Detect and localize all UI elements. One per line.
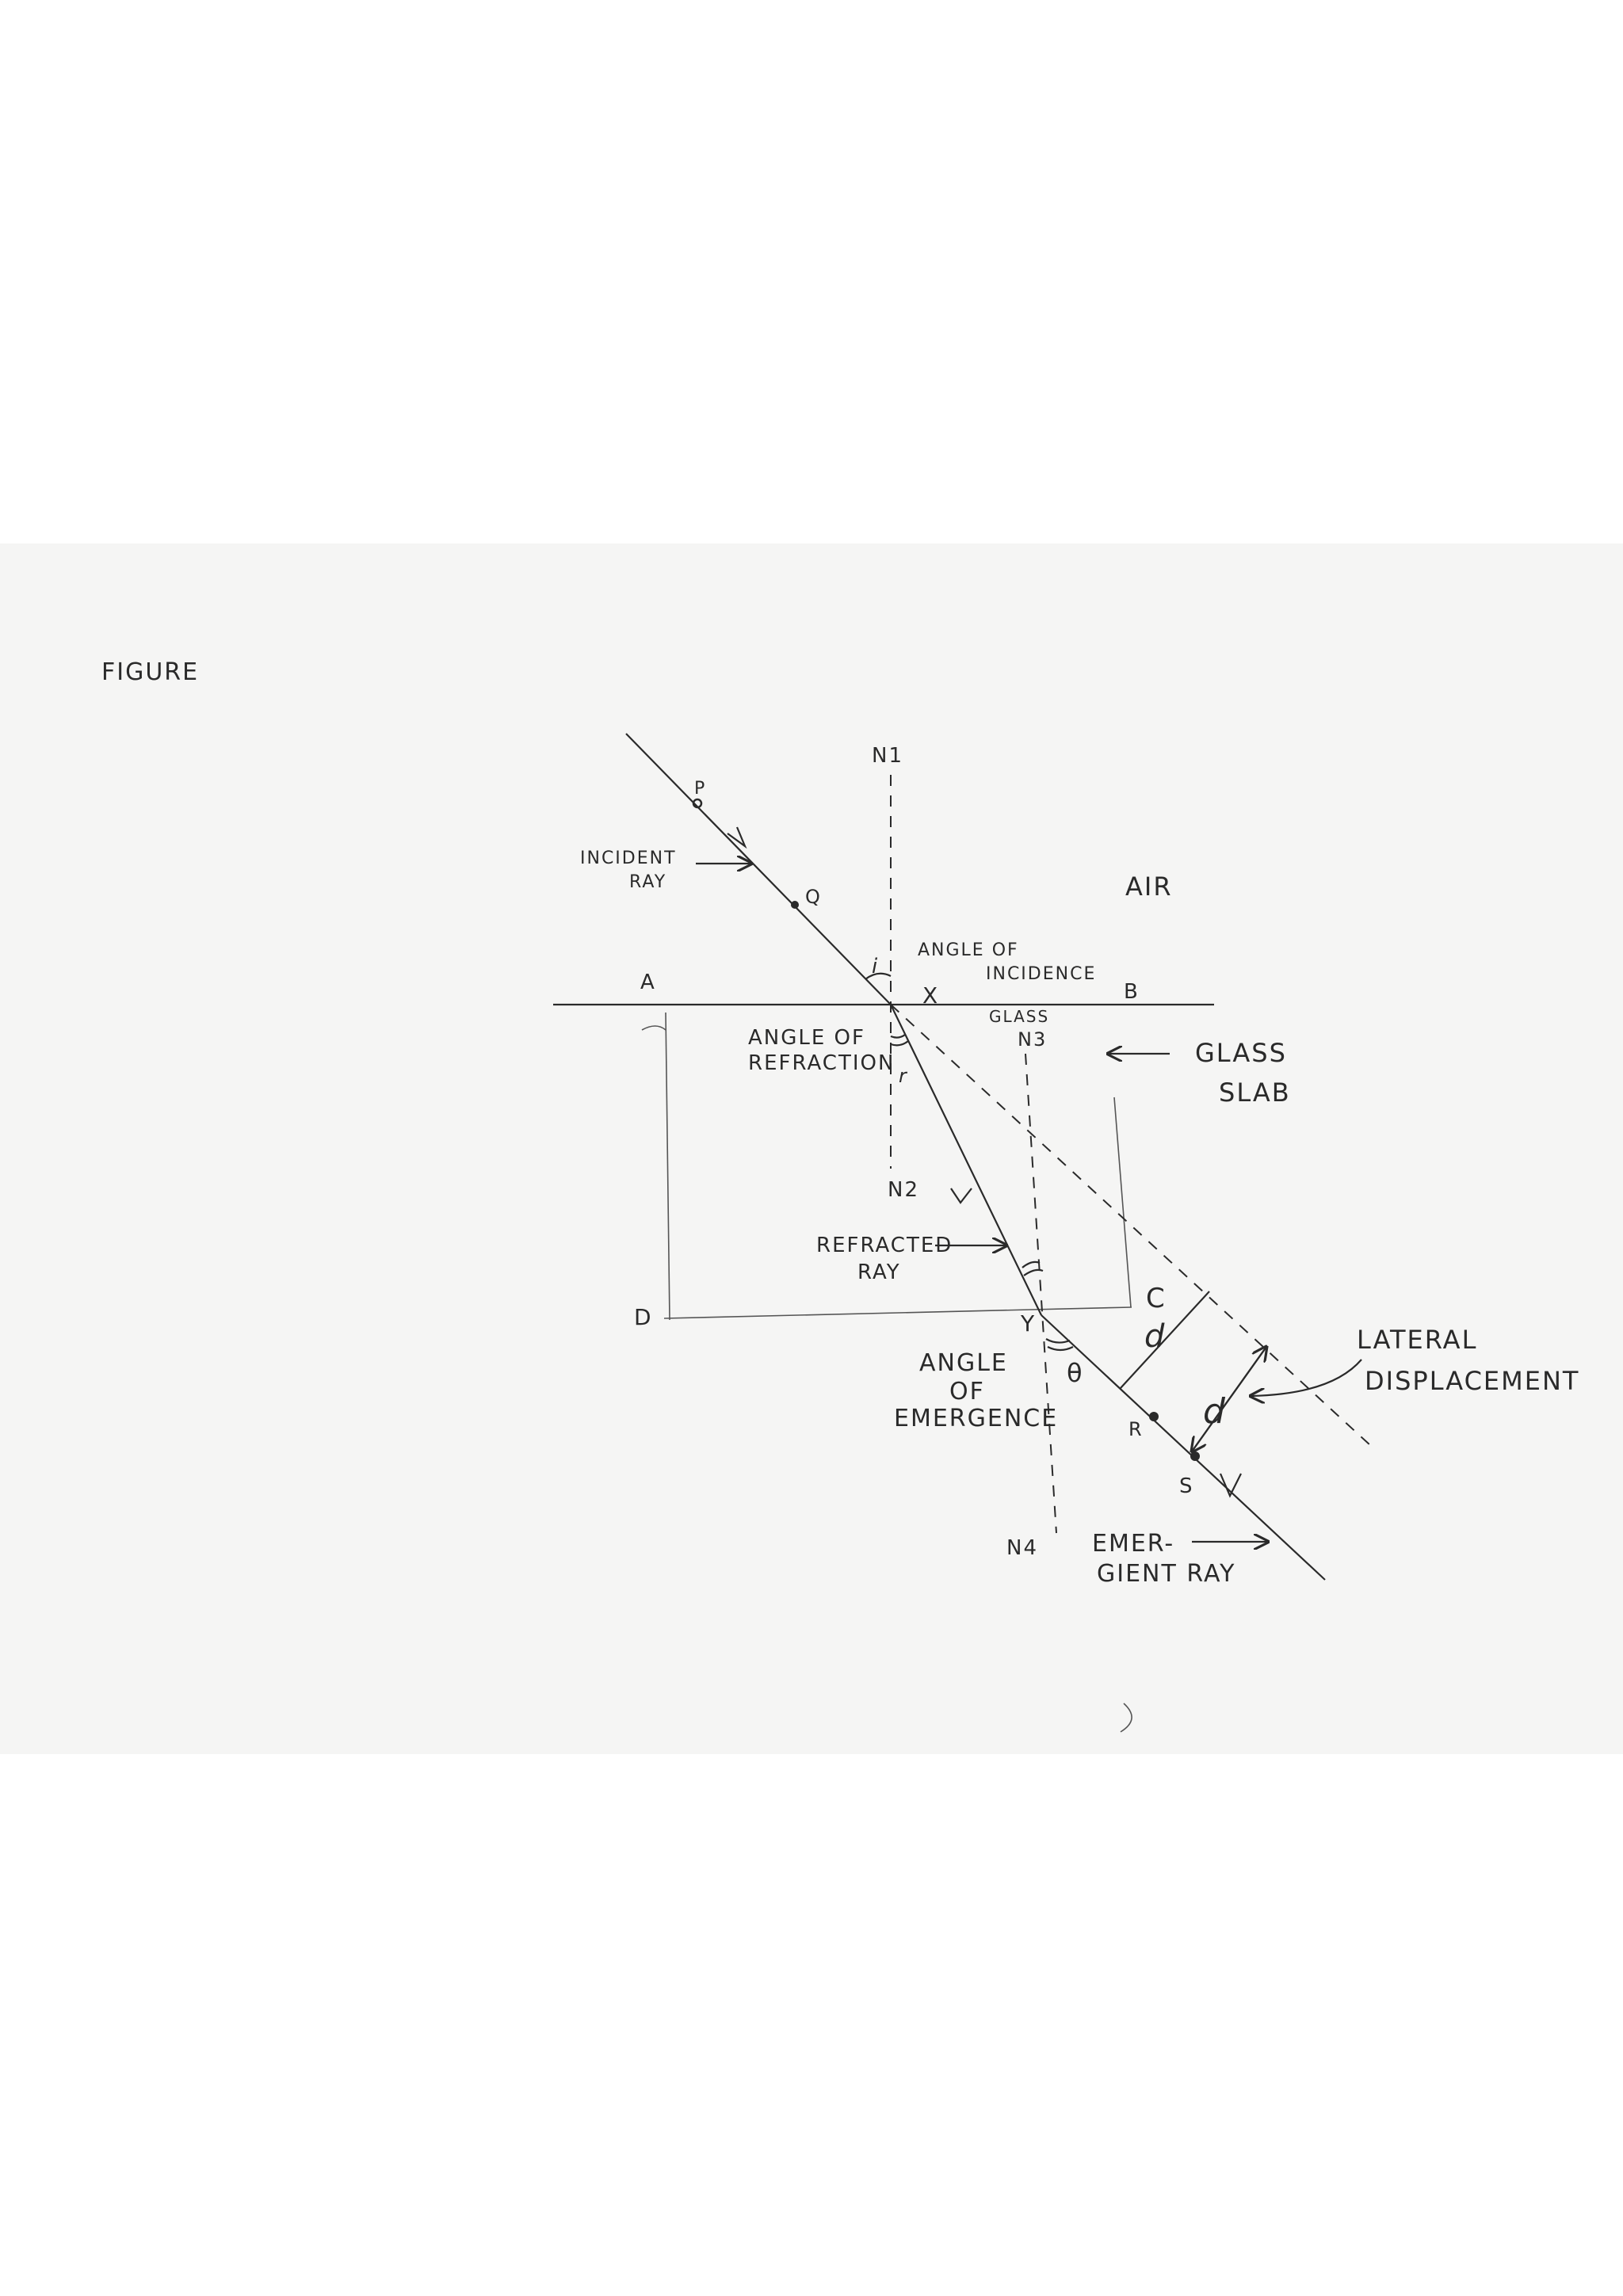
slab-corner-curl: [641, 1025, 666, 1031]
annotation-angle-of-refraction: ANGLE OF REFRACTION: [748, 1026, 895, 1075]
slab-right-edge: [1113, 1097, 1132, 1308]
normal-n3-n4: [1025, 1053, 1057, 1534]
annotation-lateral-displacement: LATERAL DISPLACEMENT: [1357, 1325, 1579, 1396]
angle-emergence-line-2: OF: [949, 1378, 985, 1405]
incident-ray-arrow: [727, 826, 747, 849]
label-r: R: [1128, 1418, 1144, 1440]
arc-refracted-inside-2: [1023, 1268, 1044, 1276]
incident-ray: [625, 733, 892, 1005]
angle-emergence-line-3: EMERGENCE: [894, 1405, 1058, 1432]
point-q: [791, 901, 799, 909]
point-r: [1149, 1412, 1159, 1421]
point-p: [692, 798, 703, 809]
point-s: [1190, 1451, 1200, 1461]
label-c-corner: C: [1146, 1283, 1167, 1314]
incident-ray-line-1: INCIDENT: [580, 849, 677, 868]
annotation-refracted-ray: REFRACTED RAY: [816, 1234, 961, 1284]
annotation-angle-of-emergence: ANGLE OF EMERGENCE: [894, 1349, 1058, 1432]
lateral-displacement-pointer: [1251, 1359, 1362, 1396]
annotation-air: AIR: [1125, 871, 1173, 902]
label-d-right: d: [1203, 1391, 1227, 1432]
paper-sheet: [0, 543, 1623, 1754]
glass-slab-line-1: GLASS: [1195, 1038, 1287, 1068]
incident-extension: [890, 1004, 1372, 1447]
arc-angle-refraction: [890, 1034, 906, 1039]
label-n1: N1: [872, 744, 903, 768]
slab-left-edge: [665, 1012, 670, 1321]
label-d-left: d: [1144, 1318, 1166, 1355]
refracted-ray: [890, 1004, 1042, 1316]
angle-emergence-line-1: ANGLE: [919, 1349, 1008, 1377]
angle-refraction-line-1: ANGLE OF: [748, 1026, 865, 1050]
refracted-ray-arrow: [950, 1188, 972, 1204]
annotation-emergent-ray: EMER- GIENT RAY: [1092, 1530, 1236, 1588]
figure-title: FIGURE: [101, 658, 199, 686]
angle-refraction-line-2: REFRACTION: [748, 1051, 895, 1075]
arc-emergence-2: [1047, 1346, 1074, 1352]
arc-angle-refraction-2: [890, 1040, 909, 1047]
refracted-ray-line-2: RAY: [857, 1261, 901, 1284]
displacement-perpendicular: [1120, 1291, 1210, 1389]
label-p: P: [694, 779, 706, 799]
annotation-angle-of-incidence: ANGLE OF INCIDENCE: [918, 940, 1096, 984]
slab-bottom-edge: [663, 1306, 1132, 1319]
label-q: Q: [805, 886, 822, 908]
annotation-glass-top: GLASS: [989, 1007, 1049, 1026]
displacement-arrow-back: [1192, 1346, 1267, 1451]
lateral-displacement-line-1: LATERAL: [1357, 1325, 1477, 1355]
refracted-ray-line-1: REFRACTED: [816, 1234, 953, 1257]
emergent-ray-line-2: GIENT RAY: [1097, 1560, 1236, 1588]
label-theta: θ: [1067, 1358, 1084, 1388]
emergent-ray-arrow: [1219, 1473, 1242, 1498]
label-a: A: [640, 971, 656, 994]
label-n3: N3: [1018, 1028, 1047, 1051]
angle-incidence-line-2: INCIDENCE: [986, 964, 1096, 984]
label-x: X: [922, 982, 939, 1009]
arc-angle-incidence: [865, 972, 892, 980]
emergent-ray: [1041, 1314, 1326, 1581]
label-n4: N4: [1006, 1536, 1038, 1560]
label-b: B: [1124, 980, 1140, 1004]
annotation-glass-slab: GLASS SLAB: [1195, 1038, 1296, 1108]
label-r-angle: r: [899, 1065, 908, 1087]
emergent-ray-line-1: EMER-: [1092, 1530, 1174, 1558]
label-y: Y: [1020, 1310, 1036, 1337]
label-s: S: [1179, 1474, 1194, 1498]
glass-slab-line-2: SLAB: [1219, 1077, 1291, 1108]
label-i: i: [872, 955, 879, 978]
annotation-incident-ray: INCIDENT RAY: [580, 849, 684, 892]
scribble-mark: [1120, 1703, 1132, 1733]
incident-ray-line-2: RAY: [629, 872, 666, 892]
arc-emergence: [1045, 1338, 1071, 1344]
arc-refracted-inside: [1022, 1261, 1041, 1268]
label-d-corner: D: [634, 1304, 653, 1330]
label-n2: N2: [888, 1178, 919, 1202]
angle-incidence-line-1: ANGLE OF: [918, 940, 1019, 960]
lateral-displacement-line-2: DISPLACEMENT: [1365, 1366, 1579, 1396]
